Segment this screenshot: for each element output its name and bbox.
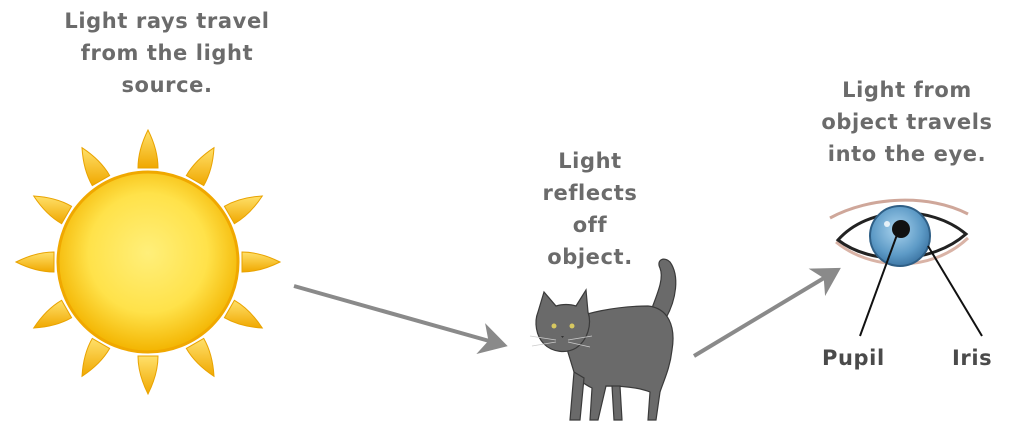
sun-ray xyxy=(81,337,111,378)
eye-caption: Light from object travels into the eye. xyxy=(802,74,1012,170)
arrow-sun-to-cat xyxy=(293,284,508,354)
eye-caption-line-3: into the eye. xyxy=(827,142,987,166)
sun-caption-line-1: Light rays travel xyxy=(64,9,270,33)
cat-caption: Light reflects off object. xyxy=(530,145,650,273)
sun-ray xyxy=(223,299,264,329)
sun-caption-line-3: source. xyxy=(121,73,213,97)
pupil-pointer-line xyxy=(859,231,899,337)
cat-eye-right xyxy=(569,323,575,329)
cat-nose xyxy=(561,336,564,338)
iris-label: Iris xyxy=(952,346,993,370)
sun-ray xyxy=(185,146,215,187)
sun-disc xyxy=(56,170,240,354)
cat-illustration xyxy=(529,258,677,421)
iris-pointer-line xyxy=(927,245,983,337)
arrow-cat-to-eye xyxy=(692,267,841,358)
eyebrow xyxy=(829,198,969,220)
cat-caption-line-1: Light xyxy=(558,149,622,173)
cat-body xyxy=(559,305,674,421)
eye-illustration xyxy=(829,198,970,267)
cat-caption-line-4: object. xyxy=(547,245,633,269)
sun-illustration xyxy=(14,128,282,396)
sun-ray xyxy=(32,299,73,329)
eye-caption-line-1: Light from xyxy=(842,78,972,102)
cat-caption-line-3: off xyxy=(572,213,608,237)
sun-ray xyxy=(185,337,215,378)
sun-caption: Light rays travel from the light source. xyxy=(52,5,282,101)
sun-caption-line-2: from the light xyxy=(80,41,254,65)
sun-ray xyxy=(32,195,73,225)
eye-highlight xyxy=(884,221,890,227)
sun-ray xyxy=(14,251,55,273)
cat-tail xyxy=(651,258,677,319)
eye-caption-line-2: object travels xyxy=(821,110,993,134)
sun-ray xyxy=(137,128,159,169)
pupil xyxy=(892,220,910,238)
sun-ray xyxy=(137,355,159,396)
sun-rays xyxy=(14,128,282,396)
cat-head xyxy=(535,288,591,353)
cat-legs xyxy=(569,370,623,421)
sun-ray xyxy=(81,146,111,187)
cat-whiskers xyxy=(529,335,593,348)
sun-ray xyxy=(223,195,264,225)
sun-ray xyxy=(241,251,282,273)
cat-eye-left xyxy=(551,323,557,329)
pupil-label: Pupil xyxy=(822,346,885,370)
cat-caption-line-2: reflects xyxy=(542,181,638,205)
